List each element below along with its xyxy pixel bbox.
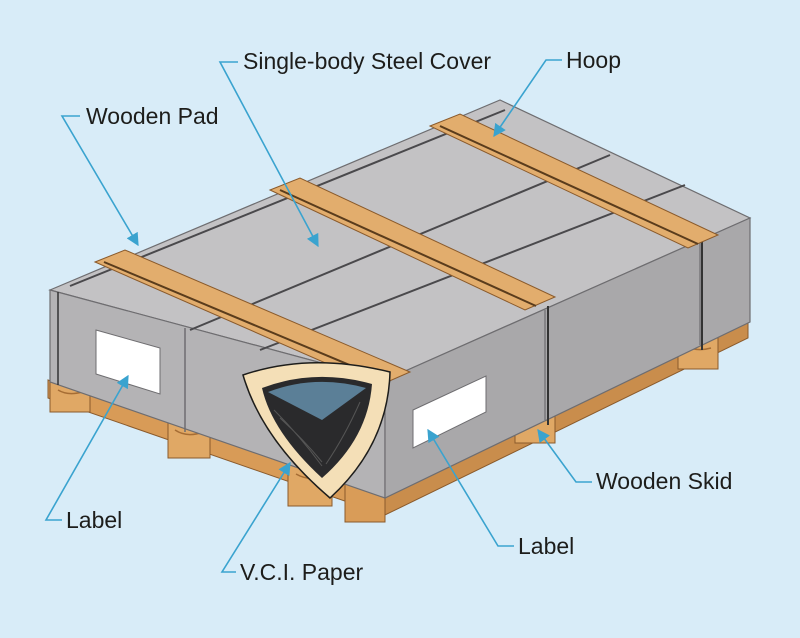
wooden-skid-label: Wooden Skid <box>596 468 733 494</box>
hoop-label: Hoop <box>566 47 621 73</box>
vci-paper-label: V.C.I. Paper <box>240 559 364 585</box>
steel-cover-label: Single-body Steel Cover <box>243 48 492 74</box>
wooden-pad-label: Wooden Pad <box>86 103 219 129</box>
wooden-pads <box>93 113 720 387</box>
label-left-label: Label <box>66 507 123 533</box>
vci-paper-cutaway <box>242 361 391 500</box>
label-right-label: Label <box>518 533 575 559</box>
steel-cover <box>48 99 752 499</box>
leader-lines <box>44 59 592 573</box>
